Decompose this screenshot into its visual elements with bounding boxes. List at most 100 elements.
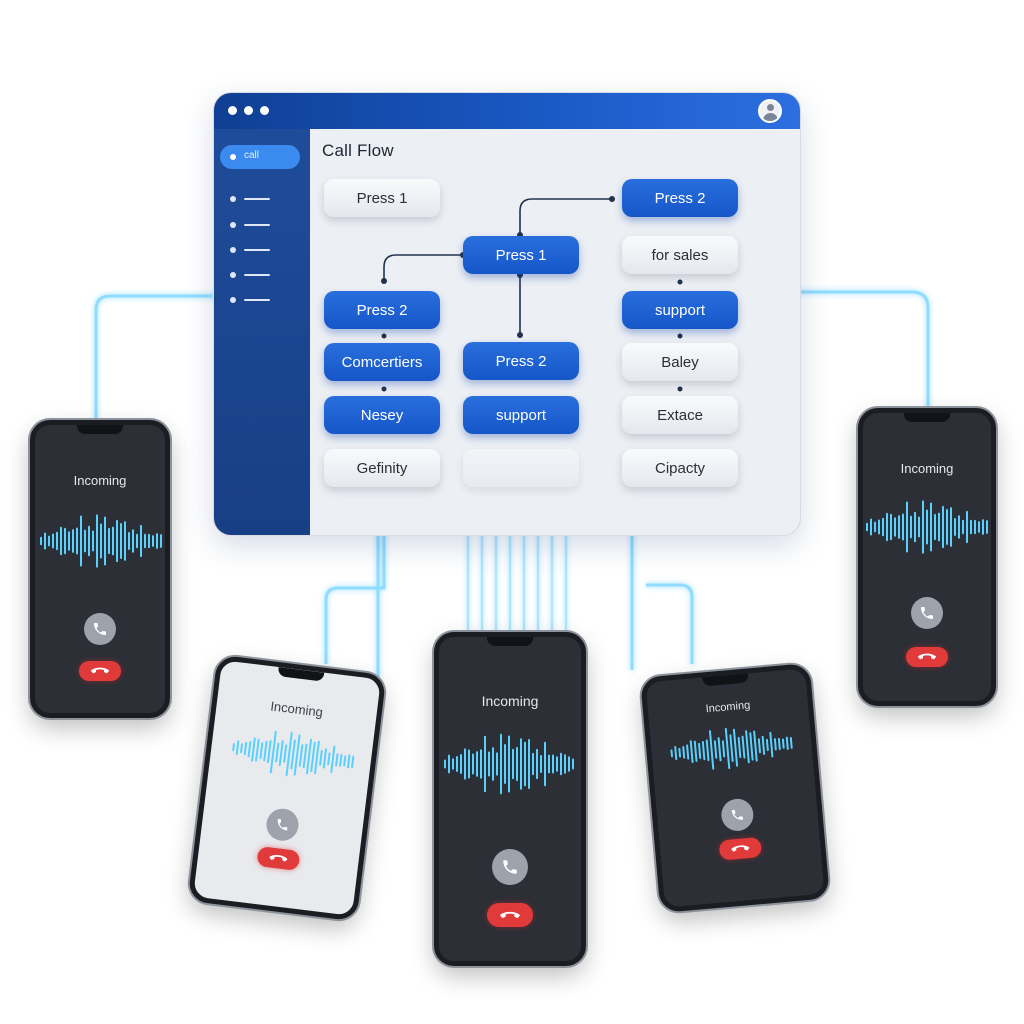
phone-notch xyxy=(487,637,533,646)
wave-bar xyxy=(781,738,785,749)
sound-wave-icon xyxy=(40,514,162,568)
wave-bar xyxy=(346,754,351,769)
phone-center[interactable]: Incoming xyxy=(434,632,586,966)
sidebar-item[interactable] xyxy=(230,221,290,229)
wave-bar xyxy=(701,740,706,761)
wave-bar xyxy=(757,738,761,754)
phone-answer-icon[interactable] xyxy=(264,806,301,843)
wave-bar xyxy=(255,738,260,762)
flow-node[interactable]: Press 2 xyxy=(324,291,440,329)
wave-bar xyxy=(351,755,355,768)
wave-bar xyxy=(721,740,726,758)
sidebar-item[interactable] xyxy=(230,195,290,203)
flow-node[interactable]: Press 1 xyxy=(324,179,440,217)
flow-node[interactable]: Nesey xyxy=(324,396,440,434)
flow-node[interactable]: Press 1 xyxy=(463,236,579,274)
wave-bar xyxy=(686,744,690,760)
flow-node-faded[interactable] xyxy=(463,449,579,487)
wave-bar xyxy=(339,753,343,767)
phone-bottom-right[interactable]: Incoming xyxy=(640,663,830,913)
avatar-head xyxy=(767,104,774,111)
flow-node[interactable]: Cipacty xyxy=(622,449,738,487)
phone-decline-icon[interactable] xyxy=(718,836,763,861)
user-avatar-icon[interactable] xyxy=(758,99,782,123)
window-dot-icon[interactable] xyxy=(260,106,269,115)
window-dot-icon[interactable] xyxy=(244,106,253,115)
wave-bar xyxy=(749,732,754,761)
sidebar-item-label: call xyxy=(244,150,260,161)
incoming-label: Incoming xyxy=(900,461,954,476)
wave-bar xyxy=(753,730,758,762)
wave-bar xyxy=(717,737,722,762)
sidebar-item[interactable] xyxy=(230,271,290,279)
wave-bar xyxy=(737,736,742,759)
flow-node[interactable]: Gefinity xyxy=(324,449,440,487)
sidebar-item-active[interactable]: call xyxy=(220,145,300,169)
phone-notch xyxy=(702,673,749,687)
sidebar-dot-icon xyxy=(230,222,236,228)
wave-bar xyxy=(708,730,715,770)
sidebar: call xyxy=(214,129,310,535)
sidebar-dot-icon xyxy=(230,247,236,253)
wave-bar xyxy=(235,740,240,756)
phone-bottom-left[interactable]: Incoming xyxy=(187,654,387,922)
window-dot-icon[interactable] xyxy=(228,106,237,115)
wave-bar xyxy=(713,740,718,759)
wave-bar xyxy=(267,739,272,764)
wave-bar xyxy=(773,738,777,751)
call-flow-window: call Call Flow Press 1 Press 2 xyxy=(213,92,801,536)
wave-bar xyxy=(674,745,678,761)
wave-bar xyxy=(302,743,308,769)
phone-notch xyxy=(277,667,325,682)
wave-bar xyxy=(689,740,694,764)
wave-bar xyxy=(240,743,244,754)
wave-bar xyxy=(275,742,280,763)
wave-bar xyxy=(263,740,268,762)
phone-answer-icon[interactable] xyxy=(492,849,528,885)
wave-bar xyxy=(314,740,320,775)
wave-bar xyxy=(290,739,296,770)
flow-node[interactable]: support xyxy=(463,396,579,434)
wave-bar xyxy=(259,742,264,760)
wave-bar xyxy=(335,753,339,767)
wave-bar xyxy=(785,736,789,750)
flow-node[interactable]: for sales xyxy=(622,236,738,274)
phone-answer-icon[interactable] xyxy=(720,797,755,833)
wave-bar xyxy=(330,745,336,774)
wave-bar xyxy=(269,730,277,774)
wave-bar xyxy=(310,741,316,773)
sidebar-line xyxy=(244,299,270,301)
flow-node[interactable]: Baley xyxy=(622,343,738,381)
flow-node[interactable]: Comcertiers xyxy=(324,343,440,381)
incoming-label: Incoming xyxy=(269,698,324,720)
flow-node[interactable]: Extace xyxy=(622,396,738,434)
wave-bar xyxy=(724,727,731,770)
phone-answer-icon[interactable] xyxy=(911,597,943,629)
sound-wave-icon xyxy=(232,730,355,777)
sound-wave-icon xyxy=(444,733,574,795)
phone-decline-icon[interactable] xyxy=(487,903,533,927)
sidebar-line xyxy=(244,224,270,226)
flow-node[interactable]: support xyxy=(622,291,738,329)
wave-bar xyxy=(732,728,739,767)
wave-bar xyxy=(678,747,682,758)
sidebar-item[interactable] xyxy=(230,246,290,254)
phone-answer-icon[interactable] xyxy=(84,613,116,645)
wave-bar xyxy=(670,749,674,758)
wave-bar xyxy=(327,752,331,766)
wave-bar xyxy=(761,735,766,755)
phone-decline-icon[interactable] xyxy=(79,661,121,681)
phone-right[interactable]: Incoming xyxy=(858,408,996,706)
sidebar-line xyxy=(244,198,270,200)
phone-left[interactable]: Incoming xyxy=(30,420,170,718)
wave-bar xyxy=(243,742,248,756)
phone-decline-icon[interactable] xyxy=(906,647,948,667)
wave-bar xyxy=(278,740,284,766)
flow-node[interactable]: Press 2 xyxy=(463,342,579,380)
wave-bar xyxy=(343,755,347,767)
sound-wave-icon xyxy=(866,500,988,554)
wave-bar xyxy=(293,734,301,776)
phone-decline-icon[interactable] xyxy=(256,845,301,871)
sidebar-item[interactable] xyxy=(230,296,290,304)
flow-node[interactable]: Press 2 xyxy=(622,179,738,217)
